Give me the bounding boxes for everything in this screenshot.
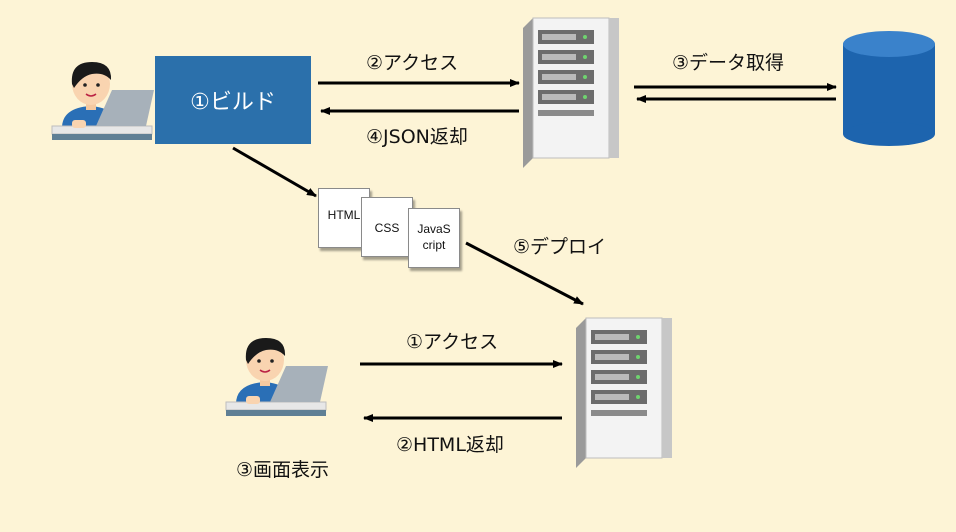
api-server-icon [522, 17, 620, 169]
file-javascript-label: JavaS cript [417, 222, 451, 252]
label-json-return: ④JSON返却 [366, 126, 468, 148]
database-icon [843, 31, 935, 146]
label-html-return: ②HTML返却 [396, 434, 504, 456]
label-access-1: ②アクセス [366, 52, 459, 74]
file-css-label: CSS [374, 221, 400, 235]
file-javascript: JavaS cript [408, 208, 460, 268]
web-server-icon [575, 317, 673, 469]
file-html-label: HTML [327, 208, 361, 222]
build-label: ①ビルド [190, 90, 276, 115]
label-access-2: ①アクセス [406, 331, 499, 353]
label-display: ③画面表示 [236, 459, 330, 481]
developer-icon [51, 61, 155, 141]
label-data-fetch: ③データ取得 [672, 52, 785, 74]
build-box: ①ビルド [155, 56, 311, 144]
arrow-build-output [232, 146, 317, 198]
arrow-deploy [465, 241, 584, 306]
file-css: CSS [361, 197, 413, 257]
viewer-icon [225, 337, 329, 417]
label-deploy: ⑤デプロイ [513, 236, 607, 258]
